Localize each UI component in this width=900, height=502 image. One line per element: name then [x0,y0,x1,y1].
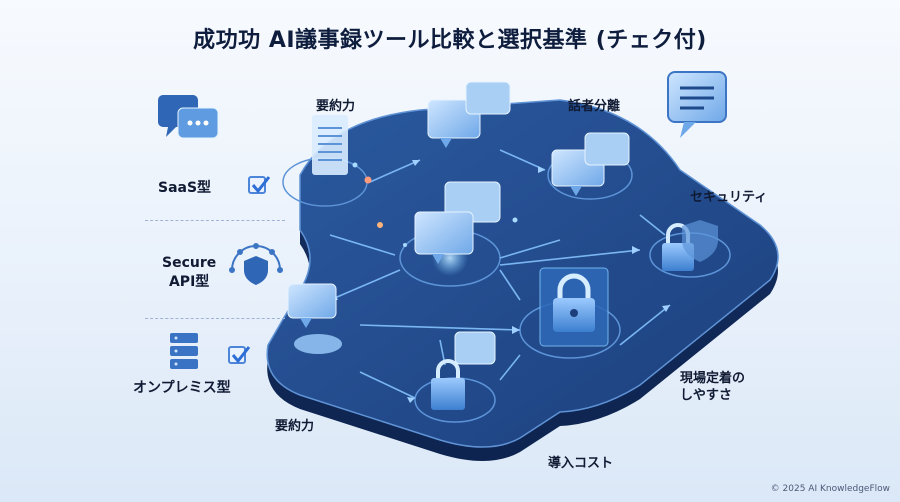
divider [145,220,285,221]
checkbox-icon [248,176,271,194]
copyright-text: © 2025 AI KnowledgeFlow [770,484,890,494]
secure-api-line2: API型 [168,274,210,290]
speaker-separation-label: 話者分離 [568,99,621,114]
document-icon [312,115,348,175]
lock-icon [431,359,465,410]
saas-label: SaaS型 [158,180,212,196]
platform-top [266,99,779,448]
speech-bubble-icon [427,81,511,148]
field-adoption-label: 現場定着の しやすさ [680,370,745,404]
summary-label-top: 要約力 [316,99,356,114]
checkbox-icon [228,346,251,364]
field-adoption-line2: しやすさ [680,388,732,403]
speech-bubble-icon [454,331,496,365]
chat-bubbles-icon [158,95,219,139]
summary-label-bottom: 要約力 [275,419,315,434]
cost-label: 導入コスト [548,456,614,471]
speech-bubble-icon [667,71,727,138]
shield-network-icon [229,243,283,285]
connection-arrows [329,149,671,399]
speech-bubble-icon [414,181,501,264]
speech-bubble-icon [551,132,630,196]
secure-api-line1: Secure [162,255,217,271]
secure-api-label: Secure API型 [162,255,216,291]
divider [145,318,285,319]
diagram-title: 成功功 AI議事録ツール比較と選択基準 (チェク付) [193,28,707,53]
field-adoption-line1: 現場定着の [680,371,746,386]
lock-icon [539,267,609,347]
lock-icon [662,220,718,271]
speech-bubble-icon [287,283,342,354]
security-label: セキュリティ [690,190,768,205]
server-rack-icon [170,333,198,369]
onprem-label: オンプレミス型 [133,380,231,396]
